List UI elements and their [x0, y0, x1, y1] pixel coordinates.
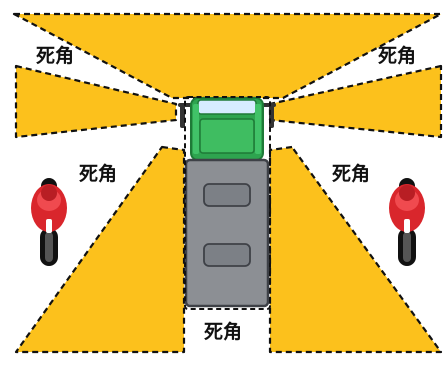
motorcycle-icon: [389, 178, 425, 266]
label-top-left: 死角: [36, 44, 74, 67]
blind-zone-side-right: [268, 145, 443, 354]
label-mid-right: 死角: [332, 162, 370, 185]
truck-icon: [178, 96, 276, 310]
blind-zone-front-left: [14, 64, 178, 139]
windshield: [197, 99, 257, 115]
label-rear: 死角: [204, 320, 242, 343]
cargo-bed: [184, 158, 270, 308]
blind-zone-front: [12, 12, 443, 100]
motorcycle-icon: [31, 178, 67, 266]
label-mid-left: 死角: [79, 162, 117, 185]
blind-zone-side-left: [14, 145, 186, 354]
label-top-right: 死角: [378, 44, 416, 67]
